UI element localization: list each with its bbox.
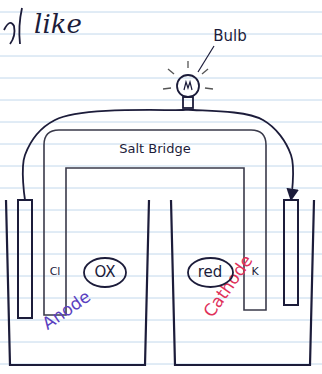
ion-label: Cl bbox=[50, 266, 61, 278]
bulb-glass bbox=[177, 75, 199, 97]
beaker-outline bbox=[5, 200, 150, 368]
wire bbox=[23, 110, 293, 200]
bulb-filament bbox=[184, 82, 192, 90]
part-name: Salt Bridge bbox=[119, 142, 190, 156]
anode-beaker: AnodeOX bbox=[5, 200, 150, 368]
cathode-electrode bbox=[284, 200, 298, 305]
cathode-beaker: Cathodered bbox=[170, 200, 315, 368]
heading-word: like bbox=[34, 10, 82, 39]
electrode-name: Anode bbox=[39, 287, 94, 333]
light-rays bbox=[163, 61, 213, 89]
half-reaction: red bbox=[198, 264, 223, 281]
scribble bbox=[4, 8, 22, 44]
leader-line bbox=[198, 46, 214, 72]
part-name: Bulb bbox=[213, 28, 247, 45]
half-reaction: OX bbox=[94, 264, 115, 281]
beaker-outline bbox=[170, 200, 315, 368]
anode-electrode bbox=[18, 200, 32, 318]
reduction-circle: red bbox=[187, 257, 234, 288]
ion-label: K bbox=[251, 266, 258, 278]
oxidation-circle: OX bbox=[83, 257, 127, 288]
bulb-base bbox=[183, 97, 193, 108]
